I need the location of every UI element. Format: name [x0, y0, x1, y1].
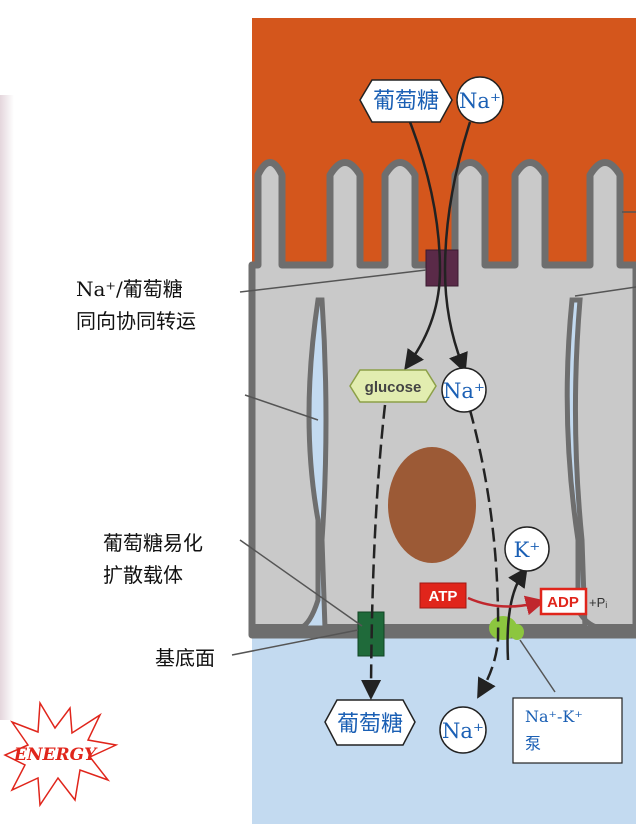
na-mid-label: Na⁺ — [443, 379, 485, 403]
glucose-top-hexagon — [359, 79, 453, 123]
na-glucose-symporter — [425, 249, 459, 287]
glucose-bottom-label: 葡萄糖 — [337, 712, 403, 737]
na-bottom-circle — [439, 706, 487, 754]
na-bottom-label: Na⁺ — [442, 719, 484, 743]
leader-lines — [231, 211, 636, 693]
na-exit-arrow — [468, 409, 500, 699]
carrier-label-line1: 葡萄糖易化 — [103, 531, 203, 555]
transport-arrows — [361, 121, 528, 700]
lateral-space-left — [299, 297, 329, 631]
symporter-label-line1: Na⁺/葡萄糖 — [76, 277, 183, 301]
pump-label-line1: Na⁺-K⁺ — [525, 707, 583, 726]
adp-box — [539, 587, 588, 616]
na-k-pump — [489, 616, 524, 640]
atp-box — [419, 582, 467, 609]
nucleus — [388, 447, 476, 563]
atp-adp-arrow — [467, 595, 546, 616]
k-label: K⁺ — [514, 538, 541, 562]
energy-starburst — [3, 700, 119, 808]
symporter-label-line2: 同向协同转运 — [76, 309, 196, 333]
carrier-label-line2: 扩散载体 — [103, 563, 183, 587]
glucose-top-label: 葡萄糖 — [373, 89, 439, 114]
na-top-circle — [456, 76, 504, 124]
left-page-edge — [0, 95, 14, 720]
glucose-exit-arrow — [361, 404, 387, 700]
energy-logo: ENERGY — [3, 700, 119, 808]
pi-label: +Pᵢ — [589, 595, 607, 610]
glucose-entry-arrow — [404, 121, 442, 371]
glucose-mid-label: glucose — [365, 379, 422, 396]
k-circle — [504, 526, 550, 572]
adp-label: ADP — [547, 594, 579, 611]
lumen — [252, 18, 636, 278]
pump-label-line2: 泵 — [525, 734, 541, 753]
glucose-mid-hexagon — [349, 369, 437, 403]
na-mid-circle — [441, 367, 487, 413]
lateral-space-right — [564, 297, 601, 631]
k-entry-arrow — [506, 566, 528, 661]
na-top-label: Na⁺ — [459, 89, 501, 113]
pump-label-box — [512, 697, 623, 764]
atp-label: ATP — [429, 588, 458, 605]
na-entry-arrow — [443, 121, 472, 374]
energy-text: ENERGY — [13, 745, 98, 765]
basal-label: 基底面 — [155, 646, 215, 670]
glucose-bottom-hexagon — [324, 699, 416, 746]
